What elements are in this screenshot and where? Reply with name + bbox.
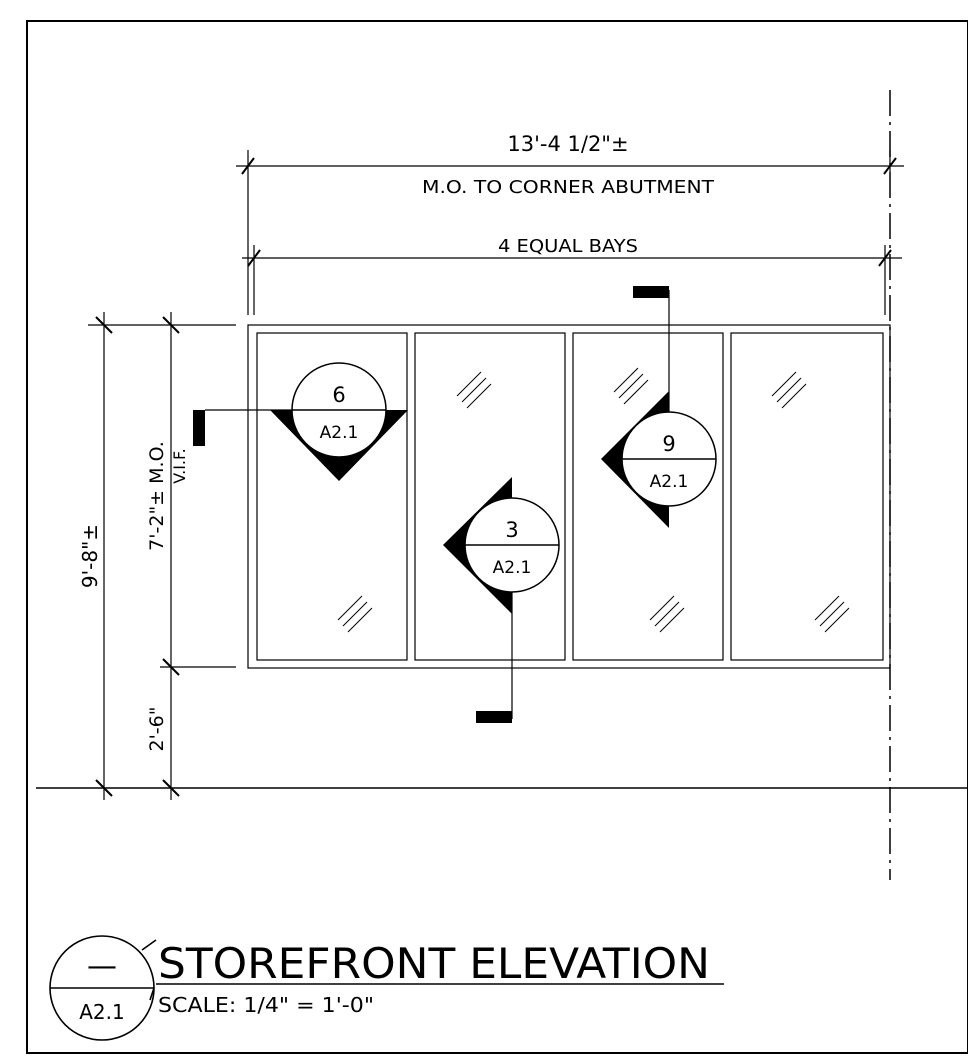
opening-height-label: 7'-2"± M.O. (146, 441, 168, 551)
glass-panel-4 (730, 332, 884, 661)
glass-panel-2 (414, 332, 566, 661)
section-marker-6-sheet: A2.1 (320, 423, 359, 443)
bays-dimension (242, 245, 902, 315)
title-block (50, 731, 156, 847)
detail-callout: — A2.1 (49, 935, 157, 1041)
section-marker-3-sheet: A2.1 (493, 558, 532, 578)
section-marker-9[interactable]: 9 A2.1 (601, 286, 717, 528)
glass-panel-3 (572, 332, 724, 661)
drawing-title: STOREFRONT ELEVATION (158, 939, 710, 988)
section-marker-9-sheet: A2.1 (650, 472, 689, 492)
opening-height-note: V.I.F. (170, 448, 189, 484)
section-marker-9-number: 9 (662, 432, 675, 456)
bays-note: 4 EQUAL BAYS (498, 236, 638, 257)
storefront-frame (247, 324, 891, 669)
glass-panel-1 (256, 332, 408, 661)
height-dimensions (88, 312, 236, 800)
overall-height-label: 9'-8"± (78, 524, 102, 588)
section-marker-6-number: 6 (332, 383, 345, 407)
title-sheet-number: A2.1 (79, 1000, 125, 1024)
overall-width-label: 13'-4 1/2"± (507, 132, 628, 156)
section-marker-3-number: 3 (505, 518, 518, 542)
overall-width-dimension (236, 150, 904, 315)
drawing-scale: SCALE: 1/4" = 1'-0" (158, 993, 374, 1017)
section-marker-6[interactable]: 6 A2.1 (193, 362, 408, 481)
sill-height-label: 2'-6" (146, 707, 168, 752)
section-marker-3[interactable]: 3 A2.1 (443, 477, 560, 723)
title-detail-number: — (87, 949, 117, 984)
overall-width-note: M.O. TO CORNER ABUTMENT (422, 177, 715, 198)
sheet-border (26, 20, 968, 1054)
glass-hatch-marks (337, 367, 850, 633)
